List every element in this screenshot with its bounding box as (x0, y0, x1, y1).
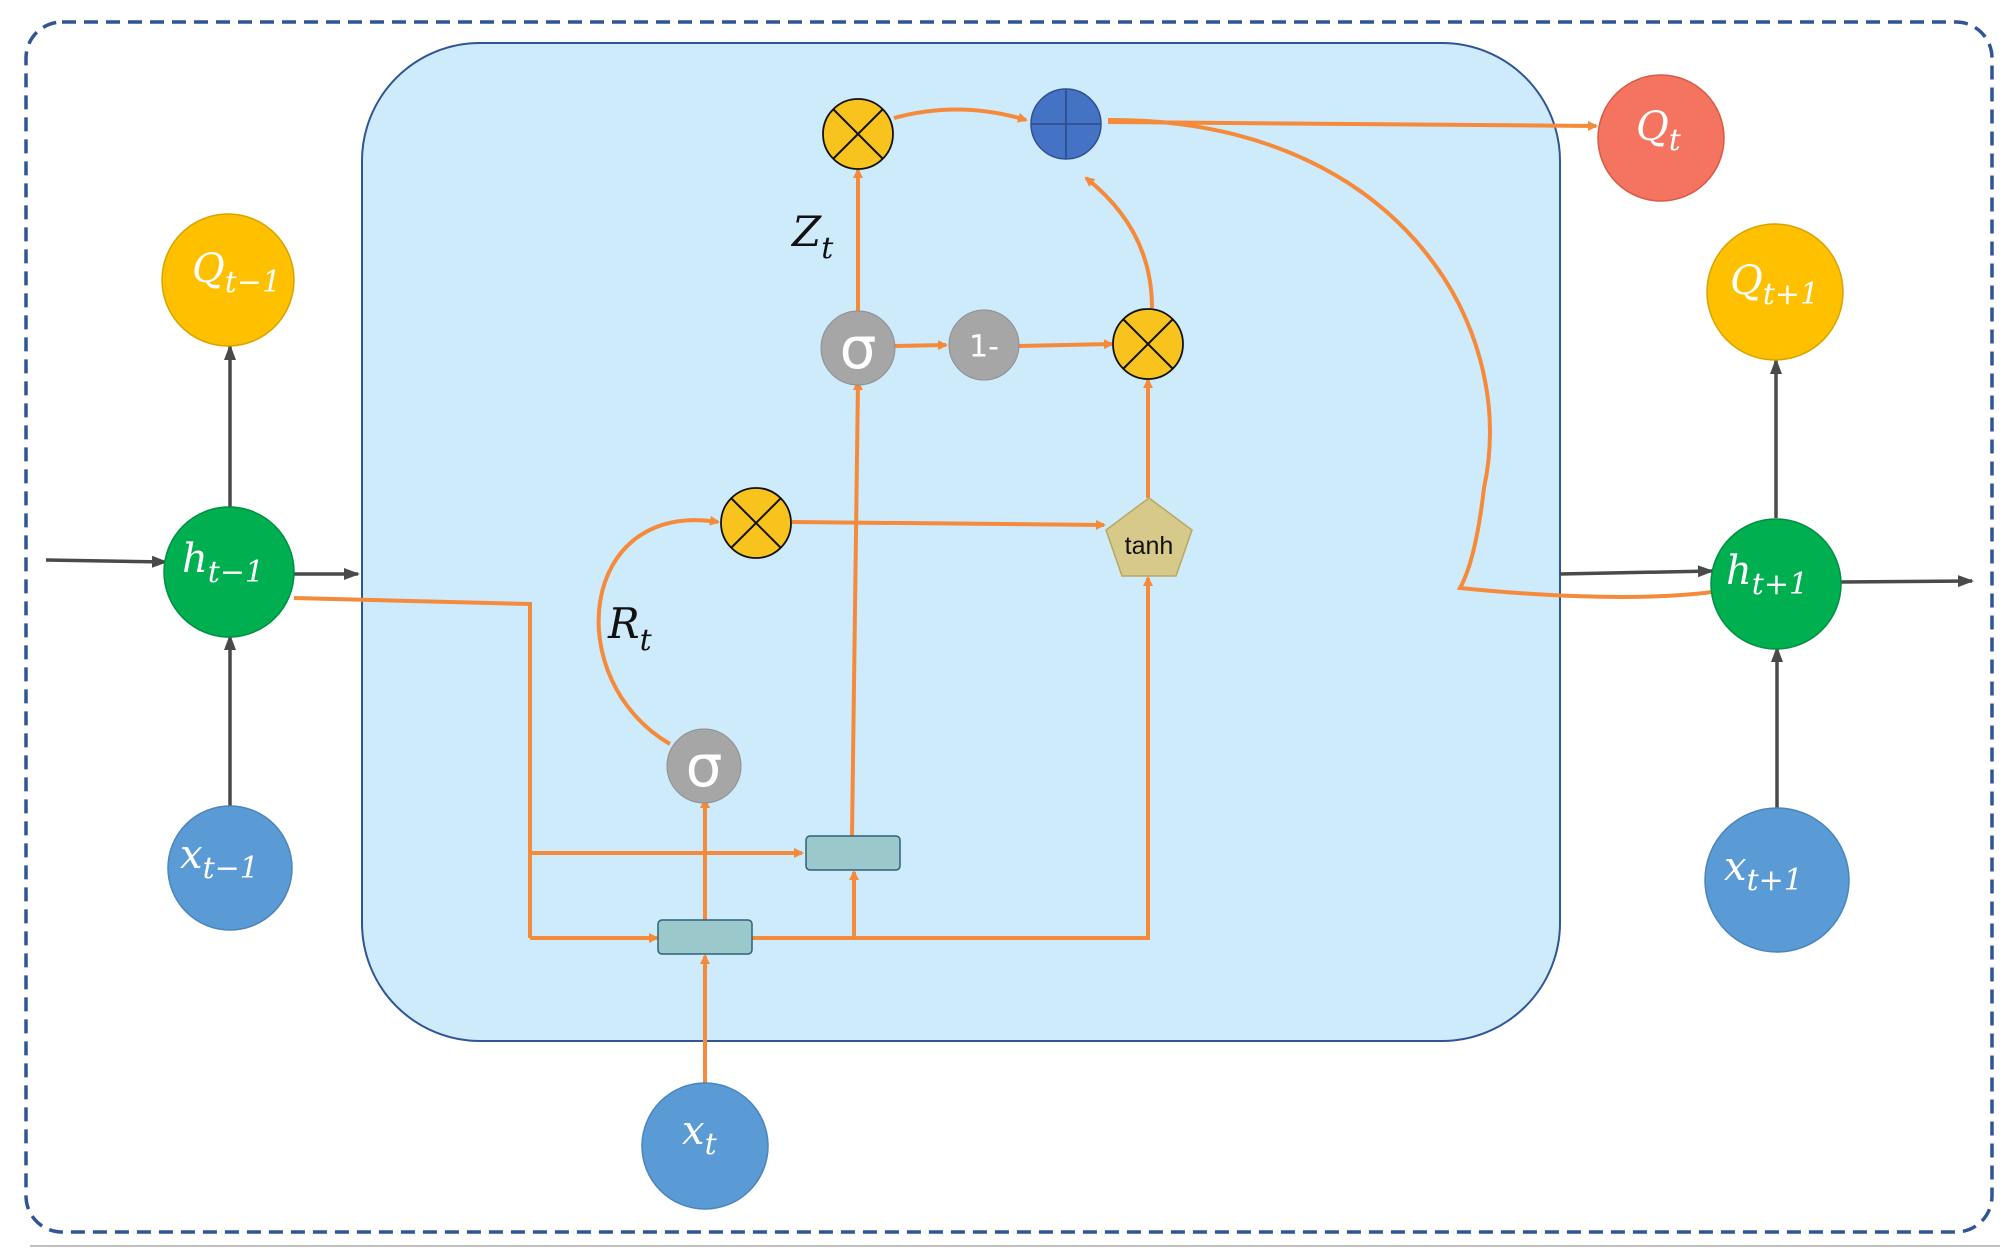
external-arrows (45, 344, 1974, 810)
update-multiply-icon (1112, 308, 1184, 380)
q-next-base: Q (1730, 258, 1763, 304)
tanh-gate: tanh (1105, 497, 1193, 577)
q-next-node: Qt+1 (1706, 223, 1844, 361)
q-prev-node: Qt−1 (161, 213, 295, 347)
upper-concat-box (805, 835, 901, 871)
x-next-sub: t+1 (1747, 863, 1803, 898)
multiply-to-add (1084, 176, 1154, 309)
reset-sigma-label: σ (686, 732, 723, 800)
svg-text:ht+1: ht+1 (1726, 548, 1808, 602)
arrow-into-h-prev (45, 555, 168, 568)
add-to-q-t (1107, 120, 1598, 131)
reset-sigma-gate: σ (666, 728, 742, 804)
h-prev-node: ht−1 (163, 506, 295, 638)
svg-text:Qt: Qt (1636, 104, 1682, 158)
h-prev-base: h (182, 536, 208, 582)
h-next-base: h (1726, 548, 1752, 594)
svg-text:Qt−1: Qt−1 (192, 246, 281, 300)
x-prev-node: xt−1 (167, 805, 293, 931)
one-minus-label: 1- (969, 330, 999, 365)
update-sigma-gate: σ (820, 310, 896, 386)
x-prev-base: x (180, 832, 203, 878)
add-to-h-next-curve (1107, 117, 1713, 599)
h-next-node: ht+1 (1710, 518, 1842, 650)
update-sigma-to-one-minus (893, 340, 948, 351)
x-next-node: xt+1 (1704, 807, 1850, 953)
update-sigma-label: σ (840, 314, 877, 382)
r-gate-label: Rt (607, 599, 653, 658)
q-next-sub: t+1 (1763, 277, 1819, 312)
x-next-base: x (1724, 844, 1747, 890)
x-t-node: xt (641, 1082, 769, 1210)
q-prev-sub: t−1 (225, 265, 281, 300)
h-next-sub: t+1 (1752, 567, 1808, 602)
outer-frame (24, 20, 1994, 1234)
arrow-out-of-h-next (1839, 575, 1974, 588)
zt-multiply-icon (822, 98, 894, 170)
zt-multiply-to-add (893, 107, 1028, 123)
x-t-base: x (682, 1108, 705, 1154)
reset-gate-curve (596, 515, 720, 746)
arrow-cell-to-h-next (1559, 565, 1714, 578)
svg-text:ht−1: ht−1 (182, 536, 264, 590)
q-t-node: Qt (1597, 74, 1725, 202)
svg-text:Qt+1: Qt+1 (1730, 258, 1819, 312)
one-minus-gate: 1- (948, 309, 1020, 381)
q-prev-base: Q (192, 246, 225, 292)
lower-concat-to-tanh (854, 576, 1153, 940)
x-prev-sub: t−1 (203, 851, 259, 886)
reset-multiply-icon (720, 487, 792, 559)
svg-text:xt−1: xt−1 (180, 832, 259, 886)
h-prev-sub: t−1 (208, 555, 264, 590)
add-icon (1030, 88, 1102, 160)
one-minus-to-multiply (1017, 339, 1114, 350)
gru-cell (361, 42, 1561, 1042)
svg-text:xt: xt (682, 1108, 718, 1162)
h-prev-to-concat-lines (293, 596, 532, 938)
tanh-label: tanh (1125, 532, 1174, 560)
lower-concat-box (657, 919, 753, 955)
internal-flows (293, 107, 1713, 1083)
reset-multiply-to-tanh (791, 519, 1106, 530)
upper-concat-to-update-sigma (850, 380, 863, 837)
q-t-sub: t (1669, 123, 1682, 158)
svg-text:xt+1: xt+1 (1724, 844, 1803, 898)
z-gate-label: Zt (790, 207, 834, 266)
q-t-base: Q (1636, 104, 1669, 150)
x-t-sub: t (705, 1127, 718, 1162)
